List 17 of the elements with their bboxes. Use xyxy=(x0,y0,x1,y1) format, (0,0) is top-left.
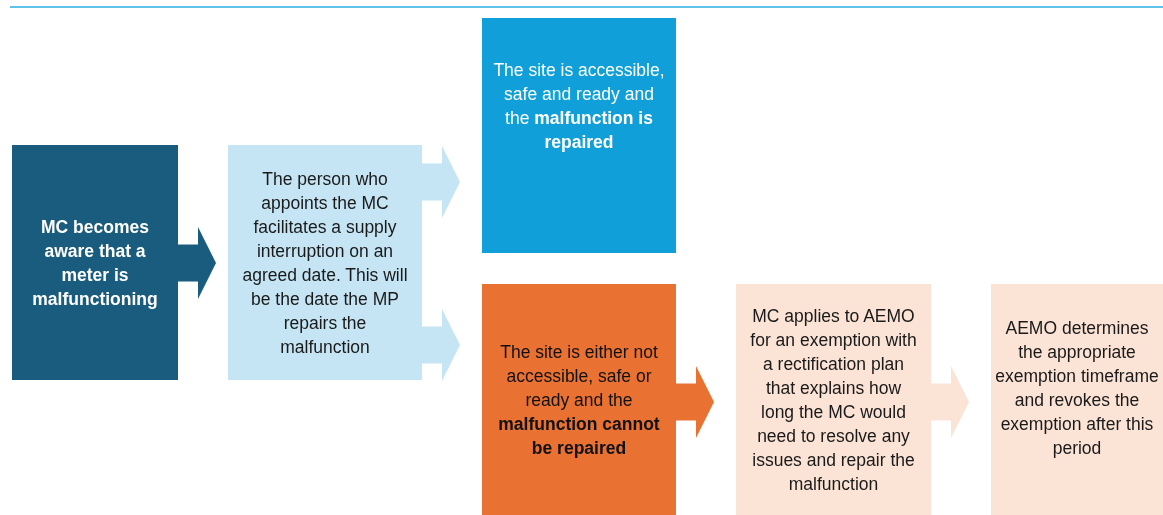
process-box xyxy=(736,284,931,515)
step-text: The person who appoints the MC facilitates a supply interruption on an agreed date. This will be the date the MP repairs the malfunction xyxy=(242,167,408,359)
step-text: The site is accessible, safe and ready and the malfunction is repaired xyxy=(492,58,666,154)
step-text: MC becomes aware that a meter is malfunctioning xyxy=(31,215,159,311)
process-box xyxy=(482,18,676,253)
step-text: MC applies to AEMO for an exemption with a rectification plan that explains how long the MC would need to resolve any issues and repair the malfunction xyxy=(750,304,917,496)
block-arrow xyxy=(422,309,460,381)
process-box xyxy=(12,145,178,380)
process-box xyxy=(991,284,1163,515)
step-text: The site is either not accessible, safe or ready and the malfunction cannot be repaired xyxy=(497,340,661,460)
block-arrow xyxy=(676,366,714,438)
block-arrow xyxy=(178,227,216,299)
block-arrow xyxy=(931,366,969,438)
process-box xyxy=(482,284,676,515)
block-arrow xyxy=(422,146,460,218)
process-box xyxy=(228,145,422,380)
step-text: AEMO determines the appropriate exemption timeframe and revokes the exemption after this period xyxy=(994,316,1160,460)
